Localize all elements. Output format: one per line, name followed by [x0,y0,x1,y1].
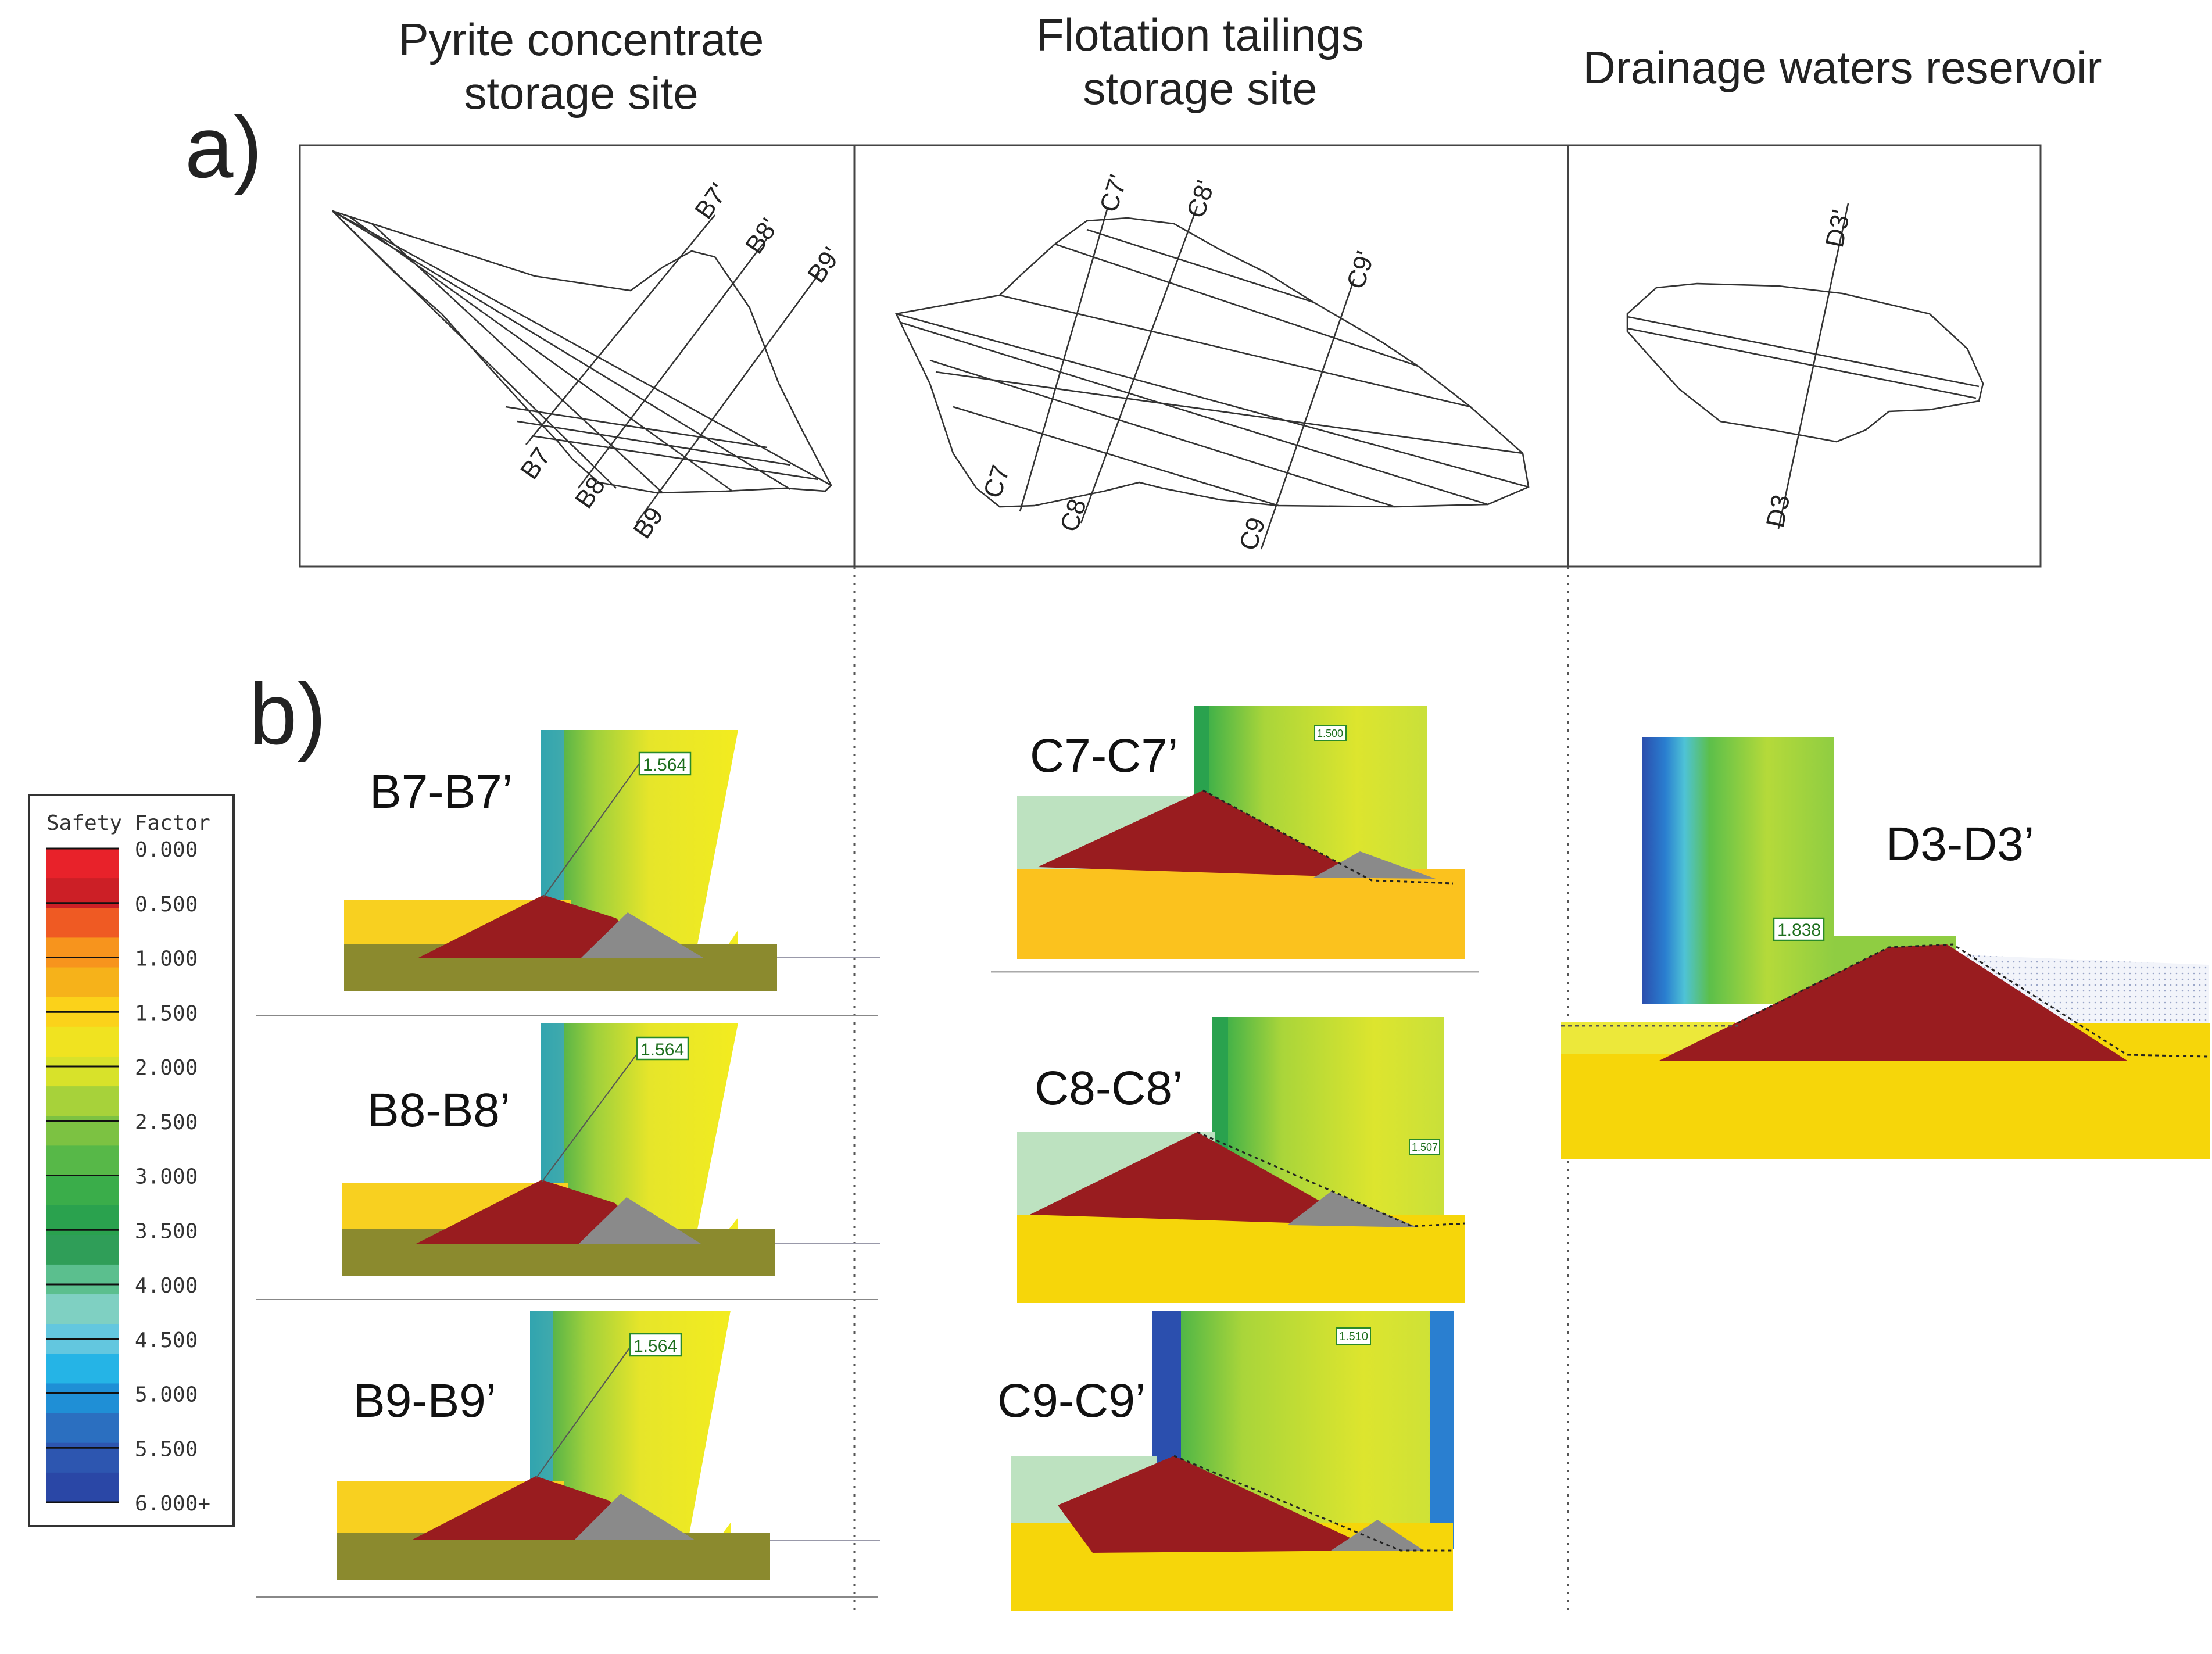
panel-a-frame [299,144,2042,1616]
safety-factor-legend: 0.000 0.500 1.000 1.500 2.000 2.500 3.000 3.500… [28,794,235,1527]
legend-tick-label: 4.000 [135,1274,198,1298]
section-label-c8: C8-C8’ [1035,1062,1183,1115]
reservoir-profile-labels: D3 D3' [1761,207,1856,530]
legend-tick-label: 5.000 [135,1383,198,1407]
section-label-d3: D3-D3’ [1886,818,2034,871]
legend-tick-label: 2.500 [135,1111,198,1134]
legend-color-swatch [46,1026,119,1057]
label-b7p: B7' [689,178,733,224]
section-b9: 1.564 B9-B9’ [256,1311,880,1598]
fs-b7: 1.564 [643,756,686,775]
fs-b9: 1.564 [633,1337,677,1356]
section-label-b9: B9-B9’ [353,1374,496,1427]
panel-a-label: a) [185,98,262,196]
legend-color-swatch [46,1056,119,1087]
header-tailings-site: Flotation tailings storage site [1036,9,1364,114]
legend-tick-label: 5.500 [135,1437,198,1461]
label-b7: B7 [515,443,556,485]
fs-c7: 1.500 [1317,728,1343,739]
legend-color-swatch [46,908,119,938]
legend-color-swatch [46,1234,119,1265]
section-label-b8: B8-B8’ [367,1084,510,1137]
legend-tick-label: 1.000 [135,947,198,971]
section-b8: 1.564 B8-B8’ [256,1023,880,1300]
legend-color-swatch [46,1175,119,1206]
label-c7p: C7' [1094,171,1133,216]
legend-color-swatch [46,1413,119,1444]
panel-b-label: b) [249,665,326,762]
fs-d3: 1.838 [1777,921,1821,940]
label-c8p: C8' [1182,177,1220,221]
legend-tick-label: 1.500 [135,1001,198,1025]
fs-c8: 1.507 [1412,1141,1438,1153]
section-d3: 1.838 D3-D3’ [1561,737,2210,1159]
tailings-profile-labels: C7 C8 C9 C7' C8' C9' [978,171,1380,554]
label-b8p: B8' [740,213,784,259]
label-d3: D3 [1761,492,1796,530]
legend-tick-label: 0.000 [135,838,198,862]
pyrite-site-plan [332,210,832,524]
label-b9: B9 [628,502,669,544]
fs-b8: 1.564 [640,1040,684,1059]
legend-tick-label: 0.500 [135,893,198,916]
legend-tick-label: 4.500 [135,1329,198,1352]
section-c9: 1.510 C9-C9’ [997,1311,1454,1611]
legend-color-swatch [46,1354,119,1384]
legend-color-swatch [46,1383,119,1414]
legend-tick-label: 3.500 [135,1219,198,1243]
label-c8: C8 [1055,495,1092,535]
legend-tick-label: 2.000 [135,1056,198,1080]
label-d3p: D3' [1820,207,1856,250]
legend-color-swatch [46,1472,119,1503]
label-b9p: B9' [802,242,846,288]
section-label-c7: C7-C7’ [1030,729,1178,782]
section-c7: 1.500 C7-C7’ [991,706,1479,973]
header-reservoir: Drainage waters reservoir [1583,42,2102,93]
section-label-b7: B7-B7’ [370,765,513,818]
fs-c9: 1.510 [1339,1330,1368,1343]
label-c7: C7 [978,461,1015,502]
section-label-c9: C9-C9’ [997,1374,1146,1427]
tailings-site-plan [895,206,1530,550]
legend-tick-label: 6.000+ [135,1492,210,1516]
legend-color-swatch [46,849,119,879]
legend-title: Safety Factor [46,811,210,835]
header-pyrite-site: Pyrite concentrate storage site [398,14,764,119]
legend-color-swatch [46,937,119,968]
legend-color-swatch [46,1145,119,1176]
legend-color-swatch [46,1086,119,1116]
section-c8: 1.507 C8-C8’ [1017,1017,1465,1303]
label-c9: C9 [1234,514,1271,554]
label-c9p: C9' [1341,248,1380,292]
reservoir-site-plan [1626,203,1984,529]
section-b7: 1.564 B7-B7’ [256,730,880,1016]
legend-tick-label: 3.000 [135,1165,198,1189]
legend-color-swatch [46,1264,119,1295]
legend-color-swatch [46,1294,119,1324]
legend-color-swatch [46,967,119,998]
